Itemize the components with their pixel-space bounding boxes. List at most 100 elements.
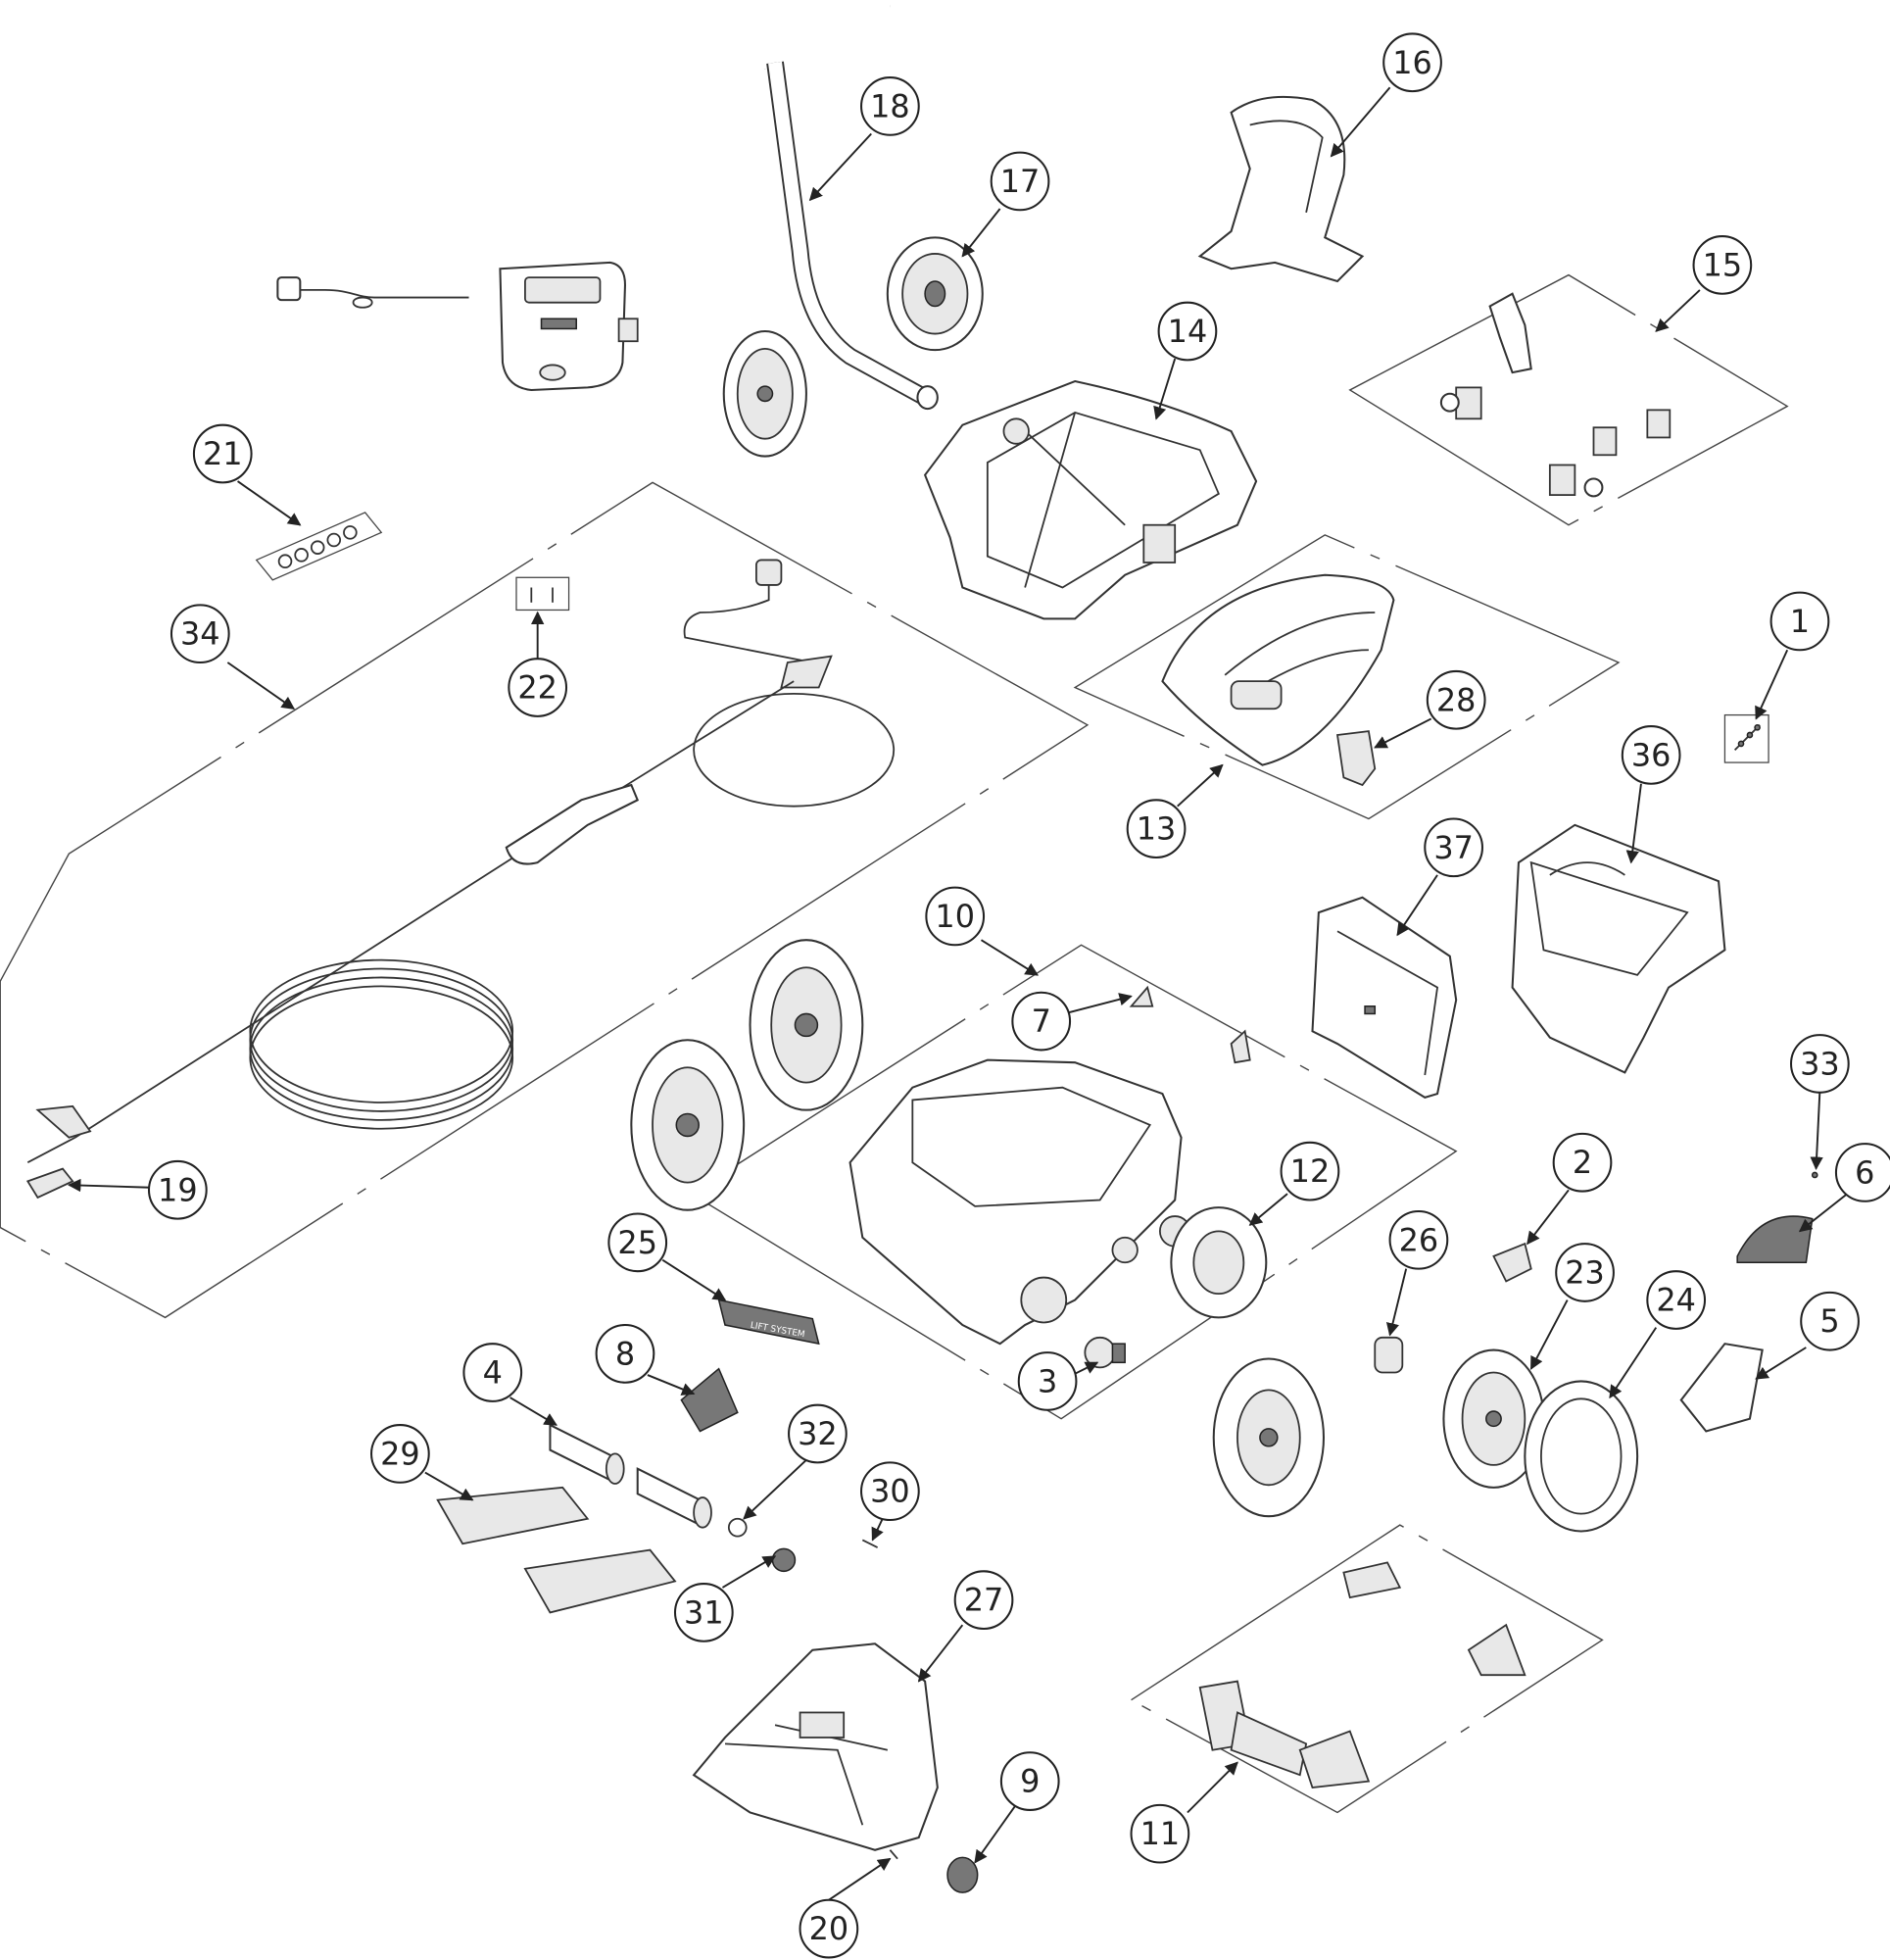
- svg-text:19: 19: [158, 1171, 198, 1208]
- part-1-screws: [1733, 724, 1761, 751]
- part-27-motor-block: [692, 1642, 939, 1851]
- callout-9: 9: [999, 1751, 1060, 1811]
- svg-text:22: 22: [517, 669, 557, 707]
- kit-outline-22: [515, 576, 570, 612]
- drive-wheels: [630, 939, 864, 1211]
- svg-text:37: 37: [1433, 829, 1474, 866]
- svg-text:5: 5: [1819, 1302, 1839, 1340]
- part-24-tire: [1524, 1380, 1639, 1533]
- part-14-top-housing: [923, 379, 1258, 620]
- kit-outline-1: [1723, 713, 1769, 763]
- kit-outline-13: [1073, 534, 1621, 820]
- part-6-cover: [1736, 1215, 1814, 1264]
- svg-text:36: 36: [1631, 736, 1672, 773]
- part-37-filter-panel: [1311, 896, 1458, 1100]
- svg-text:27: 27: [964, 1582, 1004, 1619]
- kit-outline-21: [255, 512, 383, 581]
- part-36-filter-basket: [1511, 823, 1726, 1074]
- kit-outline-11: [1130, 1524, 1604, 1814]
- callout-34: 34: [170, 604, 230, 664]
- part-10-chassis: [848, 985, 1251, 1346]
- part-33-screw: [1811, 1171, 1818, 1179]
- callout-4: 4: [462, 1343, 523, 1402]
- svg-text:11: 11: [1140, 1815, 1181, 1852]
- callout-36: 36: [1621, 725, 1681, 785]
- svg-text:20: 20: [809, 1910, 849, 1947]
- part-32-washer: [727, 1517, 748, 1538]
- part-30-pin: [861, 1539, 879, 1548]
- callout-30: 30: [860, 1461, 920, 1522]
- part-8-bracket: [680, 1367, 739, 1433]
- power-supply-unit: [276, 261, 639, 391]
- callout-12: 12: [1280, 1141, 1340, 1201]
- callout-7: 7: [1011, 991, 1072, 1052]
- svg-text:15: 15: [1703, 246, 1743, 283]
- callout-31: 31: [673, 1583, 734, 1642]
- part-28-latch: [1335, 730, 1377, 787]
- svg-text:23: 23: [1565, 1253, 1605, 1291]
- callout-33: 33: [1790, 1034, 1850, 1094]
- callout-10: 10: [925, 886, 986, 947]
- callout-24: 24: [1646, 1270, 1707, 1330]
- kit-outline-34: [0, 481, 1090, 1319]
- callout-8: 8: [595, 1324, 655, 1384]
- callout-2: 2: [1552, 1132, 1613, 1193]
- callout-20: 20: [799, 1898, 859, 1959]
- part-3-gear: [1084, 1336, 1126, 1369]
- callout-29: 29: [370, 1424, 430, 1484]
- svg-text:10: 10: [935, 898, 975, 935]
- leader-lines: [68, 86, 1849, 1901]
- part-16-handle: [1197, 95, 1365, 283]
- part-21-clips: [277, 525, 358, 568]
- callout-11: 11: [1130, 1803, 1190, 1864]
- svg-text:29: 29: [380, 1435, 420, 1472]
- svg-text:32: 32: [798, 1415, 838, 1452]
- svg-text:6: 6: [1855, 1153, 1874, 1191]
- callout-23: 23: [1555, 1243, 1615, 1302]
- svg-text:17: 17: [1000, 163, 1041, 200]
- part-31-gear: [771, 1547, 797, 1573]
- part-2: [1492, 1242, 1532, 1283]
- part-5-housing: [1679, 1343, 1764, 1433]
- part-19-swivel: [25, 1167, 74, 1200]
- callout-21: 21: [192, 423, 253, 484]
- svg-text:25: 25: [617, 1224, 657, 1261]
- callout-1: 1: [1769, 591, 1830, 652]
- part-18-caddy-handle: [758, 0, 939, 411]
- svg-text:26: 26: [1399, 1221, 1439, 1258]
- callout-6: 6: [1834, 1143, 1890, 1202]
- callout-27: 27: [953, 1570, 1014, 1631]
- svg-text:8: 8: [615, 1335, 635, 1372]
- callout-3: 3: [1017, 1351, 1078, 1411]
- part-9-gear: [946, 1856, 979, 1893]
- svg-text:4: 4: [483, 1354, 503, 1392]
- callout-25: 25: [607, 1212, 668, 1273]
- svg-text:18: 18: [870, 87, 910, 124]
- callout-14: 14: [1157, 301, 1218, 362]
- kit-outline-10: [690, 944, 1458, 1420]
- svg-text:21: 21: [203, 435, 243, 472]
- svg-text:9: 9: [1020, 1763, 1040, 1800]
- svg-text:28: 28: [1436, 681, 1477, 718]
- callout-22: 22: [508, 658, 568, 717]
- part-17-caddy-wheel: [886, 236, 984, 352]
- part-29-brushes: [436, 1486, 677, 1614]
- part-11-bumpers: [1198, 1561, 1527, 1788]
- svg-text:13: 13: [1137, 810, 1177, 848]
- callout-37: 37: [1424, 817, 1483, 878]
- callout-28: 28: [1426, 669, 1486, 730]
- callout-18: 18: [860, 76, 920, 136]
- callout-19: 19: [147, 1159, 208, 1220]
- front-wheel: [1212, 1357, 1325, 1518]
- svg-text:12: 12: [1290, 1152, 1331, 1190]
- svg-text:24: 24: [1656, 1282, 1696, 1319]
- svg-text:16: 16: [1392, 44, 1432, 81]
- part-12-side-cap: [1170, 1206, 1268, 1319]
- svg-text:33: 33: [1800, 1045, 1840, 1082]
- svg-text:1: 1: [1790, 603, 1810, 640]
- part-20-screw: [889, 1849, 898, 1860]
- part-26-bushing: [1374, 1336, 1404, 1374]
- svg-text:2: 2: [1573, 1144, 1592, 1181]
- part-23-wheel-hub: [1442, 1348, 1545, 1489]
